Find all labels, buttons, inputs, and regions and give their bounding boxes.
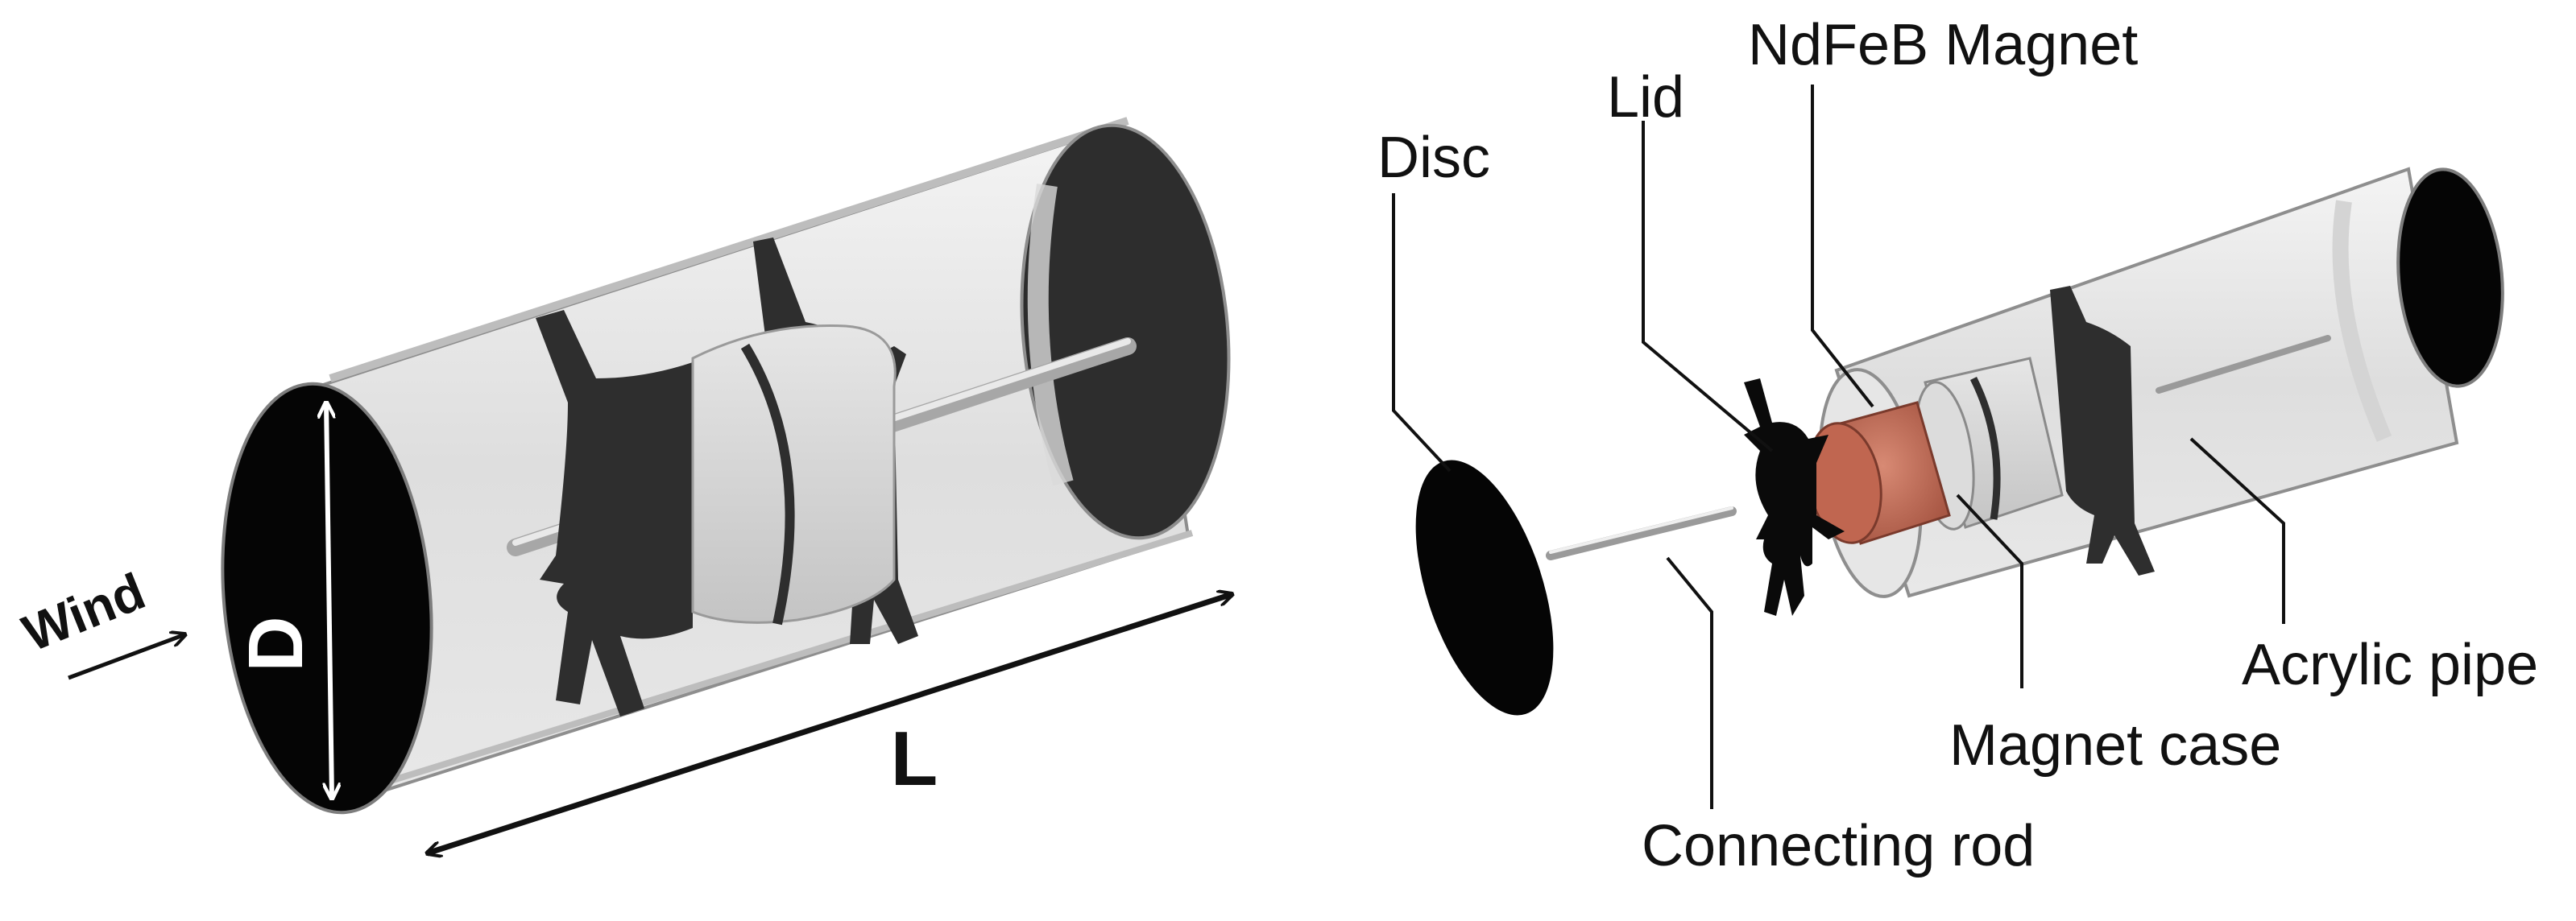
connecting-rod-part bbox=[1546, 506, 1737, 560]
pipe-top-rim bbox=[329, 117, 1129, 382]
far-end-opening bbox=[1020, 123, 1231, 540]
connecting-rod-label: Connecting rod bbox=[1642, 814, 2035, 878]
leader-lines bbox=[1392, 85, 2285, 809]
wind-arrow bbox=[68, 634, 185, 680]
acrylic-pipe-far-cap bbox=[2396, 167, 2504, 388]
wind-label: Wind bbox=[14, 562, 152, 663]
lid-label: Lid bbox=[1607, 65, 1684, 130]
diameter-label: D bbox=[233, 616, 319, 671]
length-label: L bbox=[891, 716, 938, 802]
disc-part bbox=[1415, 460, 1554, 716]
magnet-label: NdFeB Magnet bbox=[1748, 13, 2138, 77]
lid-part bbox=[1744, 378, 1845, 616]
diameter-arrow bbox=[326, 403, 332, 799]
magnet-case-label: Magnet case bbox=[1949, 713, 2281, 778]
disc-label: Disc bbox=[1377, 126, 1490, 190]
acrylic-pipe-label: Acrylic pipe bbox=[2242, 633, 2538, 697]
length-arrow bbox=[427, 594, 1232, 853]
pipe-inner-disc bbox=[2050, 286, 2155, 576]
inner-magnet-case bbox=[691, 324, 897, 624]
exploded-view: Disc Lid NdFeB Magnet Magnet case Acryli… bbox=[1377, 13, 2538, 878]
assembled-device: D L Wind bbox=[14, 117, 1245, 853]
